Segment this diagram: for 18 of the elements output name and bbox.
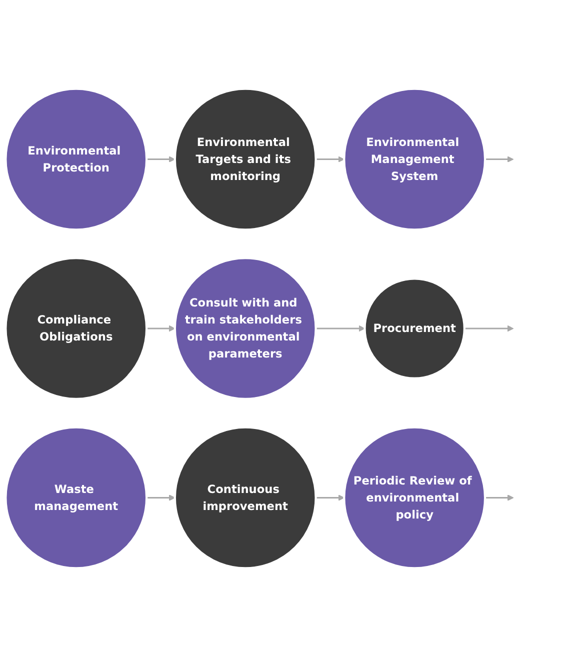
arrow <box>316 494 344 501</box>
node-circle: Continuous improvement <box>174 426 317 570</box>
arrow <box>146 156 176 162</box>
arrow <box>485 156 514 162</box>
node-circle: Procurement <box>364 278 466 380</box>
arrow <box>316 156 344 162</box>
arrow <box>464 325 514 332</box>
node-circle: Environmental Targets and its monitoring <box>174 88 317 231</box>
node-circle: Consult with and train stakeholders on environmental parameters <box>174 256 317 400</box>
arrow <box>146 325 176 332</box>
node-circle: Environmental Management System <box>343 88 486 231</box>
node-circle: Environmental Protection <box>4 88 148 231</box>
arrow <box>146 494 176 501</box>
node-circle: Waste management <box>4 426 148 570</box>
node-circle: Compliance Obligations <box>4 256 148 400</box>
node-circle: Periodic Review of environmental policy <box>343 426 486 570</box>
arrow <box>316 325 366 332</box>
arrow <box>485 494 514 501</box>
